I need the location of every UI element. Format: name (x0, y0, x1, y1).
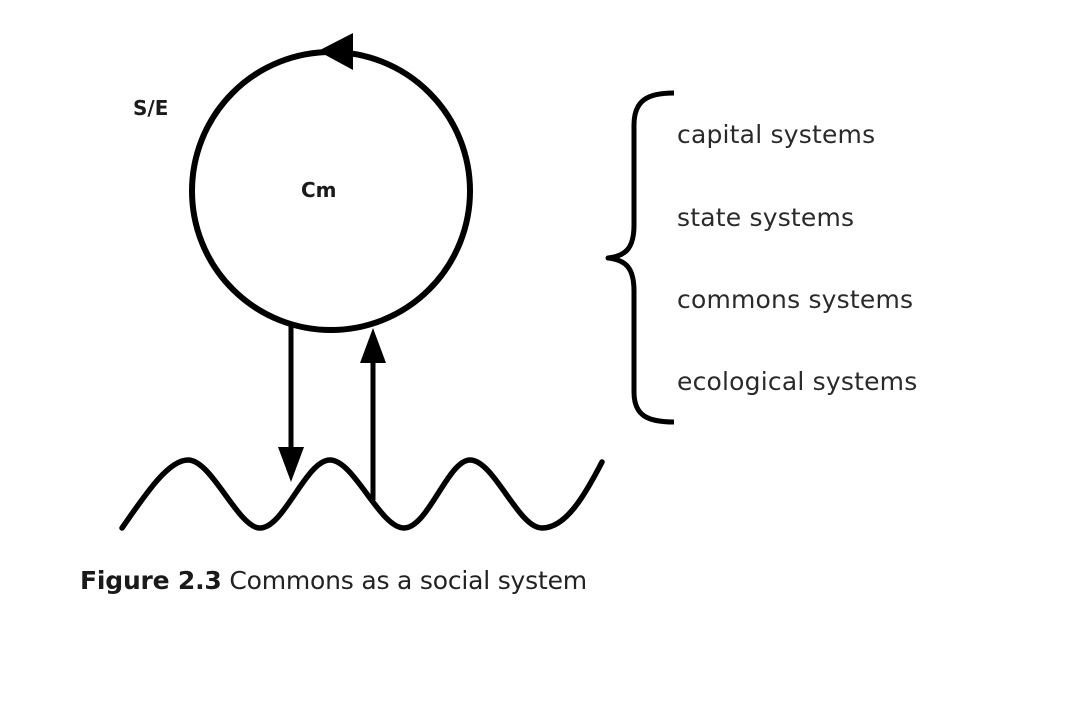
up-arrow-icon (360, 328, 386, 500)
brace-item-state-systems: state systems (677, 203, 854, 232)
cycle-arrowhead-icon (318, 33, 353, 70)
down-arrow-icon (278, 326, 304, 482)
curly-brace-icon (605, 90, 675, 425)
brace-item-commons-systems: commons systems (677, 285, 913, 314)
se-label: S/E (133, 96, 168, 120)
figure-caption: Figure 2.3 Commons as a social system (80, 566, 587, 595)
brace-item-capital-systems: capital systems (677, 120, 875, 149)
figure-number: Figure 2.3 (80, 566, 222, 595)
figure-title: Commons as a social system (229, 566, 587, 595)
cm-label: Cm (301, 178, 337, 202)
ground-wave-line (119, 457, 605, 531)
brace-item-ecological-systems: ecological systems (677, 367, 917, 396)
